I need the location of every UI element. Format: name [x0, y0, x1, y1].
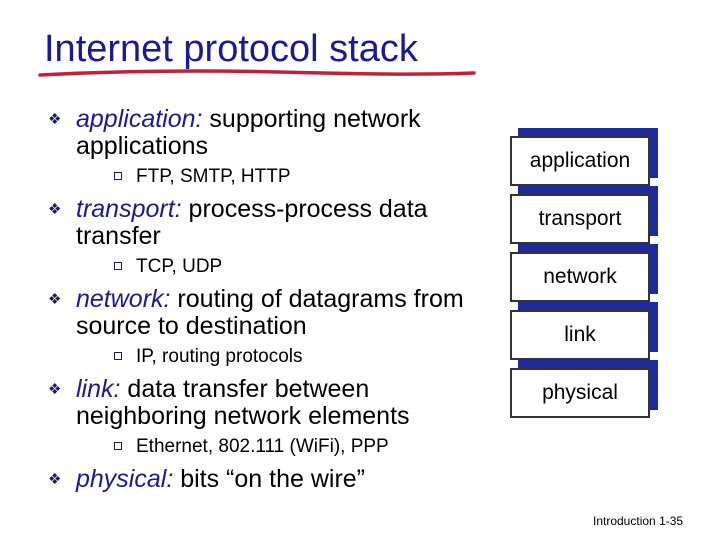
slide-footer: Introduction 1-35	[593, 514, 683, 528]
page-number: 1-35	[659, 514, 684, 528]
layer-description: bits “on the wire”	[173, 465, 366, 493]
checkmark-bullet-icon: ❖	[48, 111, 62, 128]
sub-bullet: FTP, SMTP, HTTP	[114, 166, 478, 188]
layer-label: link	[510, 310, 650, 360]
layer-label: physical	[510, 368, 650, 418]
square-bullet-icon	[114, 172, 122, 180]
protocol-list: Ethernet, 802.111 (WiFi), PPP	[136, 436, 389, 457]
checkmark-bullet-icon: ❖	[48, 471, 62, 488]
footer-label: Introduction	[593, 514, 656, 528]
layer-label: transport	[510, 194, 650, 244]
protocol-stack-diagram: application transport network link physi…	[510, 128, 665, 426]
layer-label: network	[510, 252, 650, 302]
protocol-list: IP, routing protocols	[136, 346, 303, 367]
bullet-transport: ❖ transport: process-process data transf…	[48, 196, 478, 250]
title-underline	[38, 69, 476, 77]
bullet-network: ❖ network: routing of datagrams from sou…	[48, 286, 478, 340]
sub-bullet: IP, routing protocols	[114, 346, 478, 368]
layer-description: supporting network applications	[76, 105, 421, 160]
stack-layer-network: network	[510, 244, 658, 302]
square-bullet-icon	[114, 352, 122, 360]
checkmark-bullet-icon: ❖	[48, 291, 62, 308]
layer-description: data transfer between neighboring networ…	[76, 375, 410, 430]
protocol-list: TCP, UDP	[136, 256, 223, 277]
protocol-list: FTP, SMTP, HTTP	[136, 166, 291, 187]
layer-term: application:	[76, 105, 203, 133]
checkmark-bullet-icon: ❖	[48, 201, 62, 218]
square-bullet-icon	[114, 262, 122, 270]
checkmark-bullet-icon: ❖	[48, 381, 62, 398]
bullet-list: ❖ application: supporting network applic…	[48, 106, 478, 493]
layer-term: physical:	[76, 465, 174, 493]
layer-label: application	[510, 136, 650, 186]
layer-term: link:	[76, 375, 121, 403]
bullet-physical: ❖ physical: bits “on the wire”	[48, 466, 478, 493]
layer-term: network:	[76, 285, 171, 313]
bullet-application: ❖ application: supporting network applic…	[48, 106, 478, 160]
slide-title: Internet protocol stack	[44, 28, 418, 70]
square-bullet-icon	[114, 442, 122, 450]
sub-bullet: TCP, UDP	[114, 256, 478, 278]
bullet-link: ❖ link: data transfer between neighborin…	[48, 376, 478, 430]
stack-layer-application: application	[510, 128, 658, 186]
stack-layer-physical: physical	[510, 360, 658, 418]
layer-description: process-process data transfer	[76, 195, 428, 250]
layer-term: transport:	[76, 195, 182, 223]
sub-bullet: Ethernet, 802.111 (WiFi), PPP	[114, 436, 478, 458]
stack-layer-transport: transport	[510, 186, 658, 244]
layer-description: routing of datagrams from source to dest…	[76, 285, 464, 340]
stack-layer-link: link	[510, 302, 658, 360]
